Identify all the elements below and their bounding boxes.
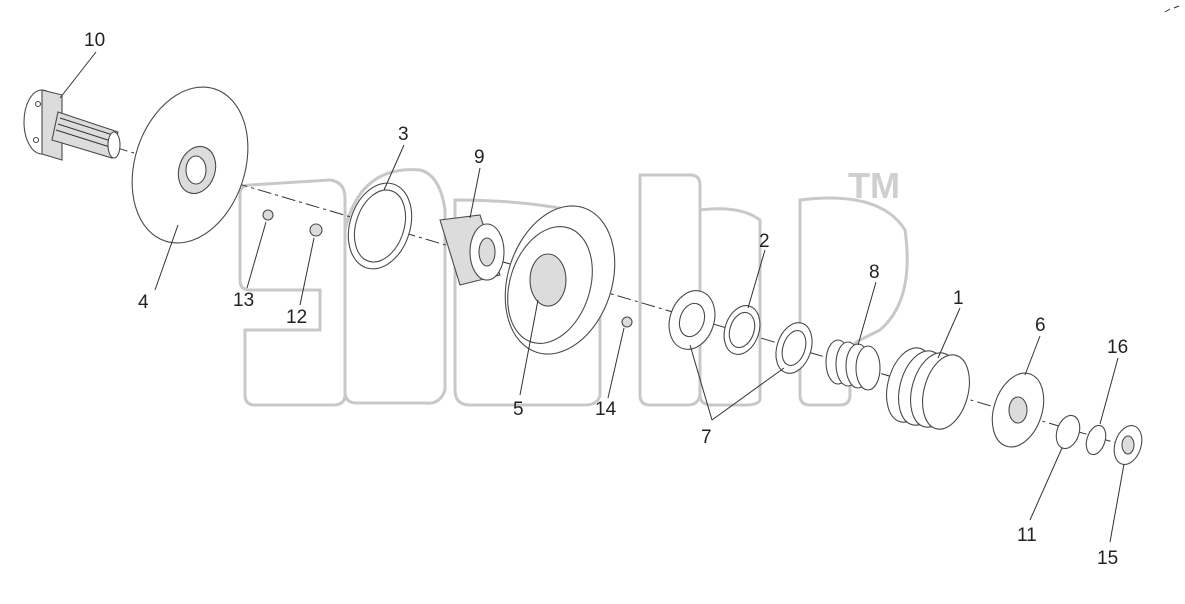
washer-part-7b (775, 322, 813, 374)
splined-shaft-part (23, 89, 121, 161)
ring-part-11 (1055, 414, 1081, 450)
lock-washer-part-16 (1085, 424, 1107, 456)
label-15: 15 (1097, 548, 1118, 569)
label-9: 9 (474, 147, 485, 168)
bellows-part-1 (886, 347, 970, 430)
label-11: 11 (1017, 525, 1037, 546)
washer-part-7a (668, 290, 716, 350)
label-10: 10 (84, 30, 105, 51)
label-6: 6 (1035, 315, 1046, 336)
label-13: 13 (233, 290, 254, 311)
corner-mark (1164, 5, 1180, 13)
label-4: 4 (138, 292, 149, 313)
label-16: 16 (1107, 337, 1128, 358)
nut-part-13 (262, 209, 274, 221)
leader-lines (59, 51, 1125, 543)
label-1: 1 (953, 288, 964, 309)
label-14: 14 (595, 399, 617, 420)
hub-part-9 (439, 214, 505, 286)
label-7: 7 (701, 427, 712, 448)
nut-part-15 (1113, 425, 1143, 465)
trademark-text: TM (848, 165, 900, 206)
bolt-part-12 (309, 223, 323, 237)
cap-part-6 (991, 372, 1045, 448)
label-8: 8 (869, 262, 880, 283)
label-3: 3 (398, 124, 409, 145)
ring-part-2 (723, 305, 761, 355)
pressure-plate-part-5 (504, 205, 616, 355)
spring-part-8 (825, 339, 881, 391)
ring-part-3 (347, 182, 413, 270)
label-2: 2 (759, 231, 770, 252)
label-5: 5 (513, 399, 524, 420)
disc-part-4 (131, 86, 249, 244)
bolt-part-14 (621, 316, 633, 328)
label-12: 12 (286, 307, 307, 328)
